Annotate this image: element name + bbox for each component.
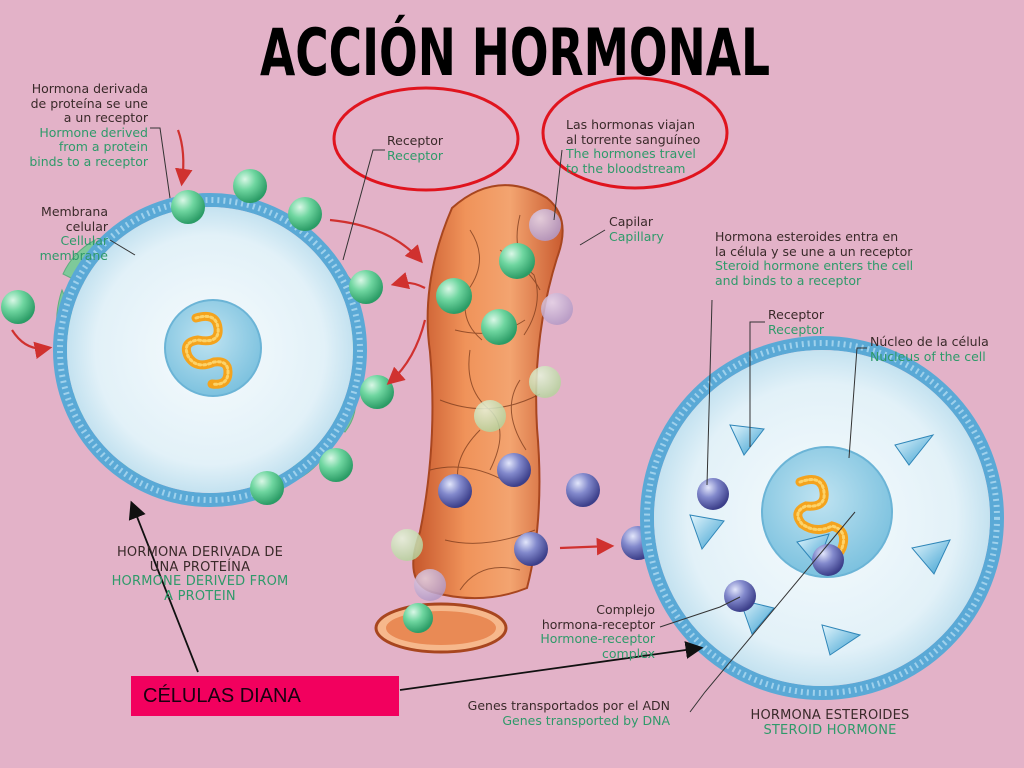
label-protein-binds: Hormona derivada de proteína se une a un… [29, 81, 148, 169]
title-text: ACCIÓN HORMONAL [260, 13, 770, 90]
nucleus [164, 299, 262, 397]
capillary [374, 184, 573, 654]
highlight-circle-receptor [332, 86, 520, 192]
protein-hormone-cell [53, 193, 367, 507]
label-protein-hormone: HORMONA DERIVADA DE UNA PROTEÍNA HORMONE… [111, 545, 289, 604]
label-receptor-right: Receptor Receptor [768, 307, 824, 337]
target-cell-arrows [128, 500, 704, 691]
label-capillary: Capilar Capillary [609, 214, 664, 244]
nucleus-right [761, 446, 893, 578]
label-steroid-hormone: HORMONA ESTEROIDES STEROID HORMONE [750, 708, 910, 738]
protein-hormones [1, 169, 394, 505]
label-membrane: Membrana celular Cellular membrane [39, 204, 108, 263]
page-title: ACCIÓN HORMONAL [260, 13, 770, 90]
label-receptor-top: Receptor Receptor [387, 133, 443, 163]
target-cells-label: CÉLULAS DIANA [131, 676, 399, 716]
label-steroid-enters: Hormona esteroides entra en la célula y … [715, 229, 914, 288]
highlight-circle-bloodstream [541, 76, 729, 190]
steroid-hormone-cell [640, 336, 1004, 700]
steroid-receptors [689, 424, 951, 656]
label-leader-lines [109, 127, 867, 713]
label-nucleus: Núcleo de la célula Nucleus of the cell [870, 334, 989, 364]
label-genes: Genes transportados por el ADN Genes tra… [467, 698, 670, 728]
label-complex: Complejo hormona-receptor Hormone-recept… [540, 602, 655, 661]
label-travel: Las hormonas viajan al torrente sanguíne… [566, 117, 701, 176]
